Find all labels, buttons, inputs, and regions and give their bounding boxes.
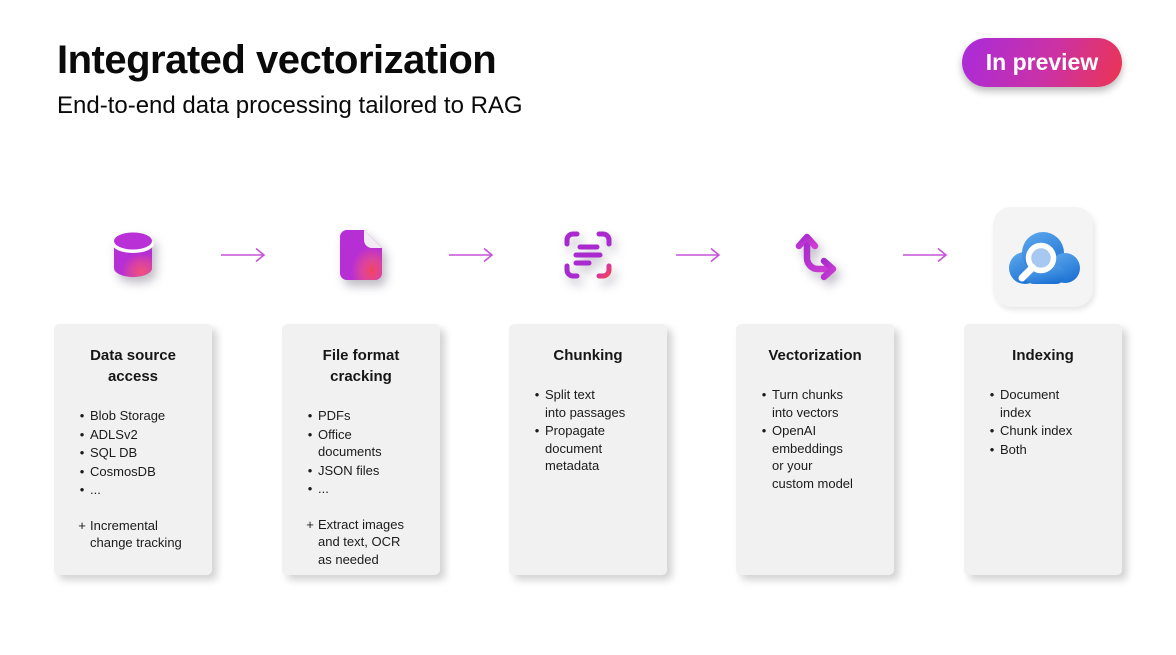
list-item-plus: +Extract images and text, OCR as needed bbox=[306, 516, 404, 567]
stage-data-source-access: Data source access •Blob Storage •ADLSv2… bbox=[54, 190, 212, 575]
stage-bullet-list: •PDFs •Office documents •JSON files •... bbox=[282, 407, 430, 498]
stage-card: Chunking •Split text into passages •Prop… bbox=[509, 324, 667, 575]
list-item: •OpenAI embeddings or your custom model bbox=[761, 423, 853, 491]
document-file-icon bbox=[340, 229, 382, 285]
stage-file-format-cracking: File format cracking •PDFs •Office docum… bbox=[282, 190, 440, 575]
flow-arrow-icon bbox=[449, 247, 494, 263]
flow-arrow-icon bbox=[676, 247, 721, 263]
stage-card: Data source access •Blob Storage •ADLSv2… bbox=[54, 324, 212, 575]
list-item: •Office documents bbox=[307, 426, 382, 460]
stage-bullet-list: •Split text into passages •Propagate doc… bbox=[509, 386, 657, 475]
list-item: •CosmosDB bbox=[79, 463, 156, 479]
list-item: •JSON files bbox=[307, 462, 380, 478]
stage-card: File format cracking •PDFs •Office docum… bbox=[282, 324, 440, 575]
stage-vectorization: Vectorization •Turn chunks into vectors … bbox=[736, 190, 894, 575]
text-scan-icon bbox=[561, 228, 615, 287]
database-icon bbox=[110, 229, 156, 286]
stage-bullet-list: •Document index •Chunk index •Both bbox=[964, 386, 1112, 458]
badge-label: In preview bbox=[985, 49, 1099, 75]
stage-card: Indexing •Document index •Chunk index •B… bbox=[964, 324, 1122, 575]
list-item: •... bbox=[79, 482, 101, 497]
stage-extras-list: +Extract images and text, OCR as needed bbox=[282, 516, 430, 569]
branch-arrows-icon bbox=[788, 228, 842, 287]
stage-indexing: Indexing •Document index •Chunk index •B… bbox=[964, 190, 1122, 575]
list-item: •PDFs bbox=[307, 408, 351, 423]
list-item: •... bbox=[307, 481, 329, 496]
stage-extras-list: +Incremental change tracking bbox=[54, 517, 202, 552]
list-item: •Both bbox=[989, 441, 1027, 457]
list-item: •Split text into passages bbox=[534, 387, 626, 420]
in-preview-badge: In preview bbox=[962, 38, 1122, 87]
list-item-plus: +Incremental change tracking bbox=[78, 517, 182, 551]
stage-chunking: Chunking •Split text into passages •Prop… bbox=[509, 190, 667, 575]
stage-title: Vectorization bbox=[768, 347, 862, 364]
stage-title: Chunking bbox=[553, 347, 623, 364]
list-item: •Propagate document metadata bbox=[534, 423, 605, 473]
cloud-search-icon bbox=[993, 207, 1093, 307]
list-item: •ADLSv2 bbox=[79, 426, 138, 442]
list-item: •Blob Storage bbox=[79, 408, 166, 423]
stage-title: File format cracking bbox=[322, 347, 400, 385]
stage-title: Data source access bbox=[90, 347, 176, 385]
flow-arrow-icon bbox=[903, 247, 948, 263]
list-item: •Document index bbox=[989, 387, 1060, 420]
page-title: Integrated vectorization bbox=[57, 38, 497, 82]
stage-card: Vectorization •Turn chunks into vectors … bbox=[736, 324, 894, 575]
list-item: •Chunk index bbox=[989, 423, 1073, 438]
stage-bullet-list: •Blob Storage •ADLSv2 •SQL DB •CosmosDB … bbox=[54, 407, 202, 499]
flow-arrow-icon bbox=[221, 247, 266, 263]
list-item: •Turn chunks into vectors bbox=[761, 387, 844, 420]
page-subtitle: End-to-end data processing tailored to R… bbox=[57, 92, 523, 119]
stage-title: Indexing bbox=[1012, 347, 1074, 364]
stage-bullet-list: •Turn chunks into vectors •OpenAI embedd… bbox=[736, 386, 884, 492]
list-item: •SQL DB bbox=[79, 445, 138, 460]
